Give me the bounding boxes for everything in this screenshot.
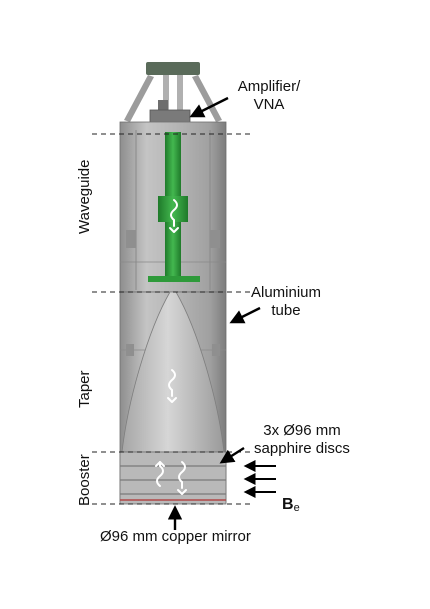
green-waveguide — [148, 132, 200, 282]
section-label-waveguide: Waveguide — [76, 159, 93, 235]
sapphire-label-line2: sapphire discs — [254, 440, 350, 457]
sapphire-label: 3x Ø96 mm sapphire discs — [246, 422, 358, 458]
pointer-arrows — [167, 96, 261, 530]
field-arrows — [243, 460, 276, 498]
amplifier-label-line1: Amplifier/ — [237, 78, 301, 95]
mirror-label: Ø96 mm copper mirror — [100, 528, 251, 545]
aluminium-label-line2: tube — [271, 302, 301, 319]
field-label-main: B — [282, 496, 294, 513]
amplifier-label-line2: VNA — [253, 96, 285, 113]
section-label-booster: Booster — [76, 454, 93, 506]
booster-section — [119, 451, 227, 505]
field-label-sub: e — [293, 502, 300, 514]
sapphire-label-line1: 3x Ø96 mm — [263, 422, 341, 439]
section-label-taper: Taper — [76, 370, 93, 408]
aluminium-label: Aluminium tube — [244, 284, 328, 320]
signal-arrows — [155, 199, 187, 495]
amplifier-label: Amplifier/ VNA — [228, 78, 310, 114]
top-mount — [124, 62, 222, 122]
aluminium-label-line1: Aluminium — [250, 284, 322, 301]
field-label: Be — [282, 496, 300, 517]
